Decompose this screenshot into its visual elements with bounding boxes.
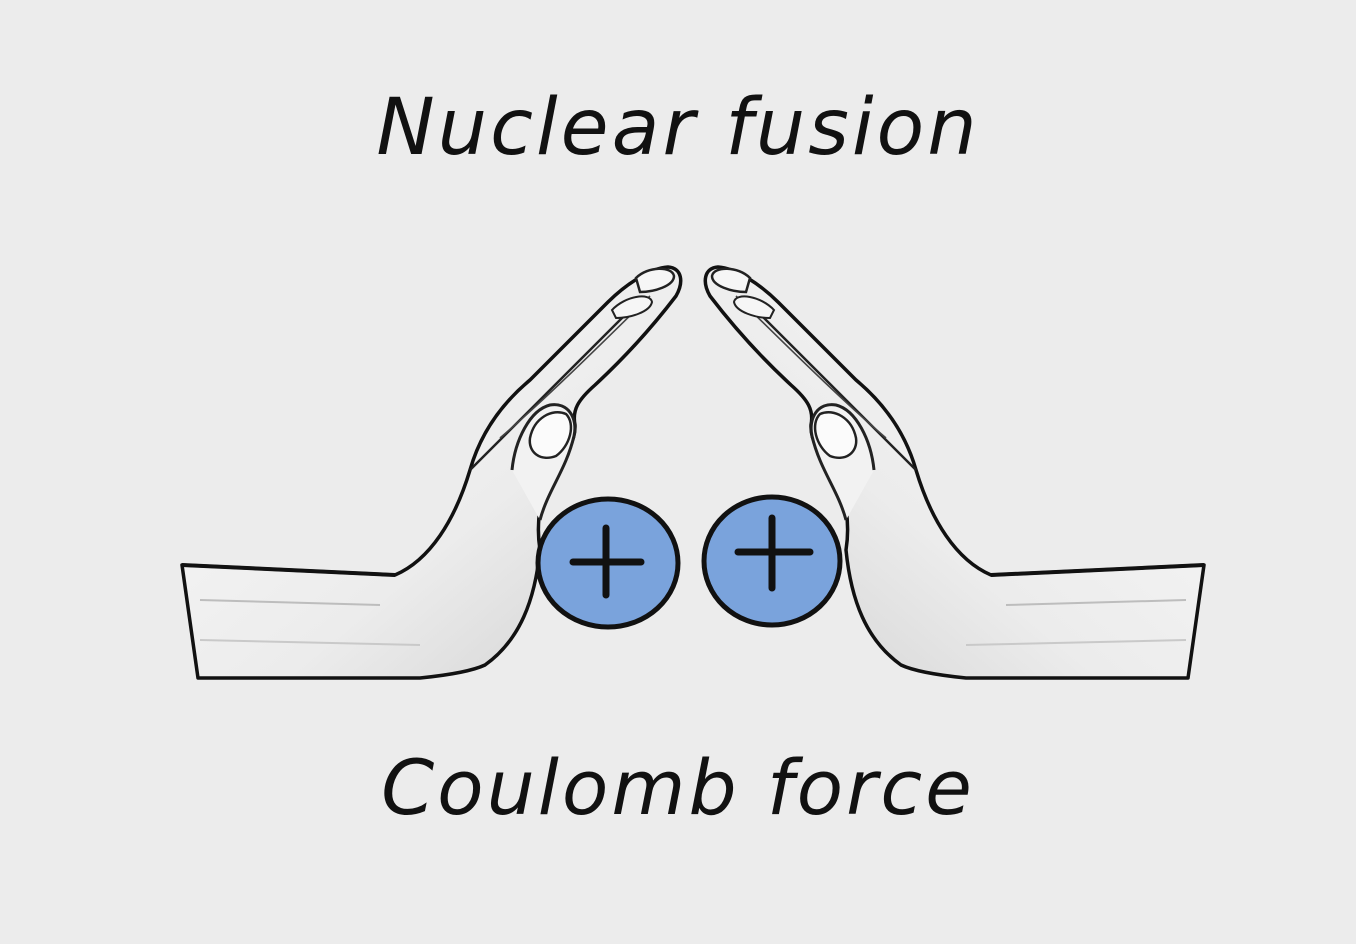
subtitle-text: Coulomb force [381,743,975,832]
title-text: Nuclear fusion [376,83,980,173]
left-proton [535,496,681,630]
right-proton [701,494,843,628]
plus-icon [734,514,814,592]
plus-icon [569,524,645,599]
left-hand-icon [180,265,683,680]
right-hand-icon [703,265,1206,680]
